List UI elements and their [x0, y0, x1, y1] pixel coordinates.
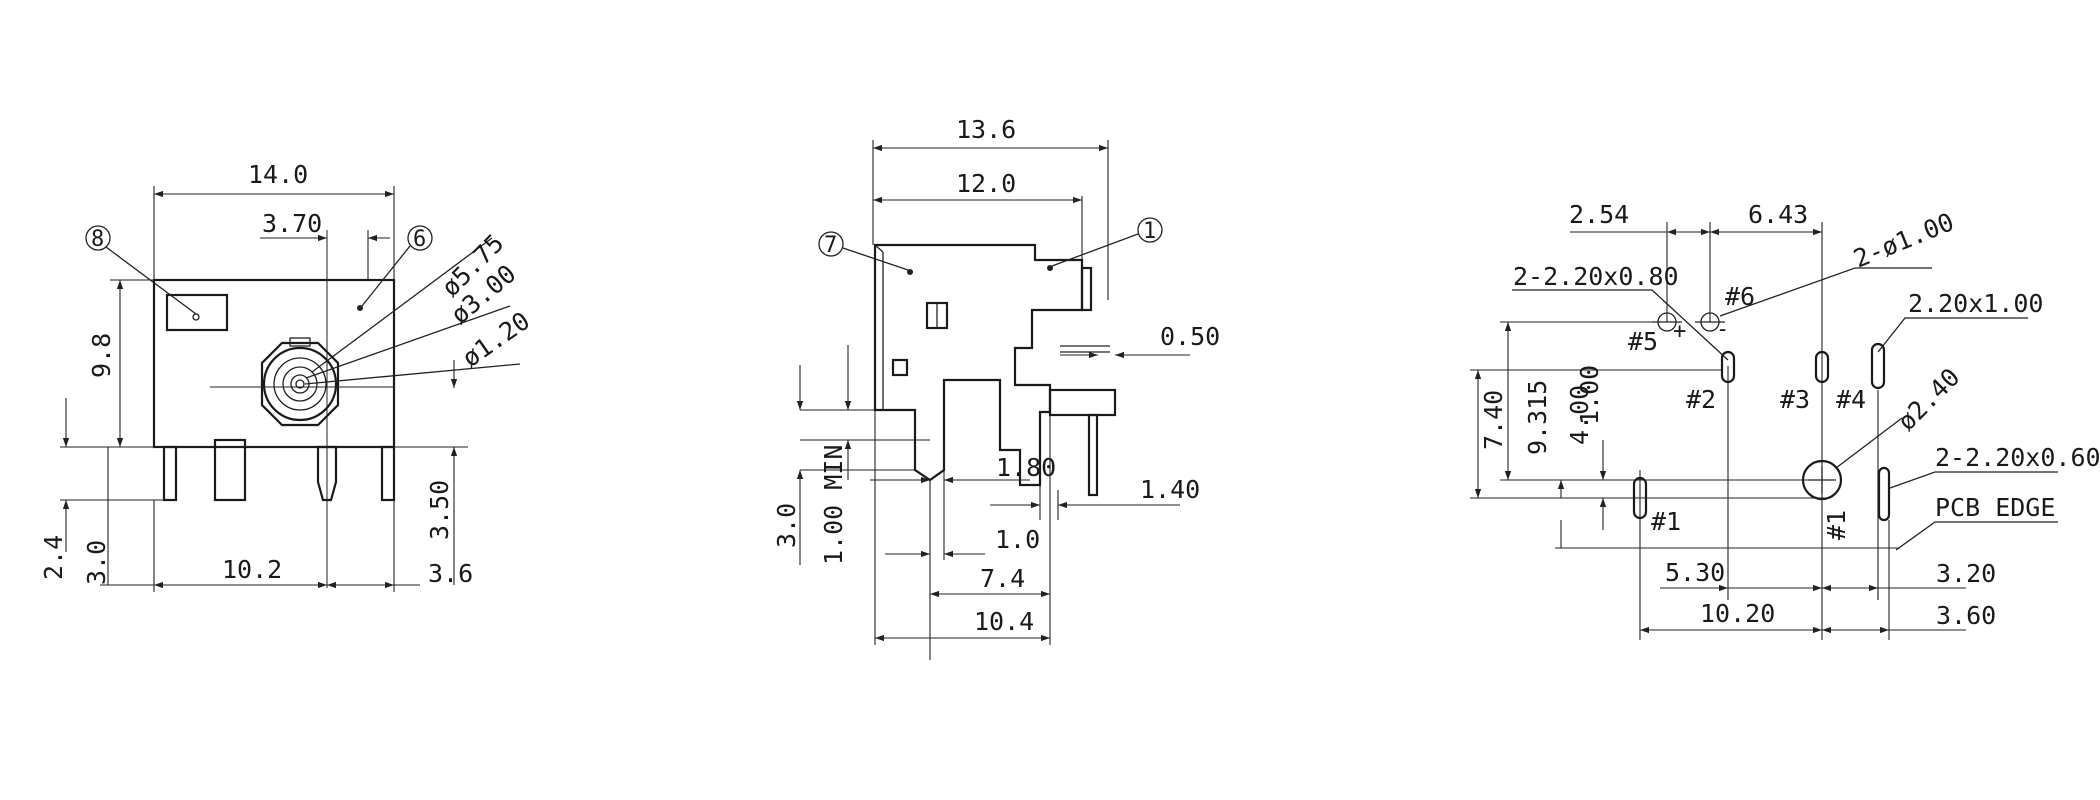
dim-14-0: 14.0 [248, 160, 308, 189]
side-view: 13.6 12.0 7 1 0.50 1.80 1.40 3.0 [772, 115, 1220, 660]
front-body [152, 278, 396, 449]
slot-3 [1814, 350, 1830, 384]
front-square-pad [165, 293, 229, 332]
note-slot-100: 2.20x1.00 [1908, 289, 2043, 318]
pin-6: #6 [1725, 282, 1755, 311]
dim-5-30: 5.30 [1665, 558, 1725, 587]
pin-4: #4 [1836, 385, 1866, 414]
slot-4 [1870, 342, 1886, 390]
balloon-7: 7 [824, 233, 837, 258]
dim-1-40: 1.40 [1140, 475, 1200, 504]
pin-2: #2 [1686, 385, 1716, 414]
balloon-1: 1 [1143, 219, 1156, 244]
dim-13-6: 13.6 [956, 115, 1016, 144]
dia-2-40: ø2.40 [1892, 363, 1966, 437]
balloon-6: 6 [413, 227, 426, 252]
side-dot-7 [907, 269, 913, 275]
pcb-edge-label: PCB EDGE [1935, 493, 2055, 522]
dim-1-00: 1.00 [1575, 365, 1604, 425]
dim-10-4: 10.4 [974, 607, 1034, 636]
note-slot-080: 2-2.20x0.80 [1513, 262, 1679, 291]
dim-3-50: 3.50 [425, 480, 454, 540]
dim-3-70: 3.70 [262, 209, 322, 238]
dim-3-60: 3.60 [1936, 601, 1996, 630]
dim-3-0: 3.0 [82, 540, 111, 585]
dim-2-54: 2.54 [1569, 200, 1629, 229]
note-slot-060: 2-2.20x0.60 [1935, 443, 2100, 472]
dim-12-0: 12.0 [956, 169, 1016, 198]
dim-3-0-side: 3.0 [772, 503, 801, 548]
dim-6-43: 6.43 [1748, 200, 1808, 229]
jack-barrel [260, 337, 340, 427]
dim-2-4: 2.4 [39, 535, 68, 580]
dim-10-20: 10.20 [1700, 599, 1775, 628]
front-dot-6 [357, 305, 363, 311]
dim-1-00-min: 1.00 MIN [819, 445, 848, 565]
pin-1-right: #1 [1822, 510, 1851, 540]
dim-1-0: 1.0 [995, 525, 1040, 554]
dim-10-2: 10.2 [222, 555, 282, 584]
dim-9-8: 9.8 [87, 333, 116, 378]
dim-7-4: 7.4 [980, 564, 1025, 593]
dim-9-315: 9.315 [1523, 380, 1552, 455]
pin-5: #5 [1628, 327, 1658, 356]
plus-sign: + [1673, 319, 1686, 344]
pin-1-left: #1 [1651, 507, 1681, 536]
minus-sign: - [1716, 317, 1729, 342]
note-hole-100: 2-ø1.00 [1849, 207, 1958, 273]
dim-3-20: 3.20 [1936, 559, 1996, 588]
side-dot-1 [1047, 265, 1053, 271]
dim-7-40: 7.40 [1479, 390, 1508, 450]
pin-3: #3 [1780, 385, 1810, 414]
slot-pcb-edge [1877, 466, 1891, 522]
dim-3-6: 3.6 [428, 559, 473, 588]
dim-0-50: 0.50 [1160, 322, 1220, 351]
balloon-8: 8 [91, 227, 104, 252]
dim-4-00: 4.00 [1565, 385, 1594, 445]
front-view: 14.0 3.70 8 6 9.8 ø5.75 ø3.00 ø1.20 10.2 [39, 160, 535, 592]
pcb-layout: 2.54 6.43 + - #5 #6 2-2.20x0.80 2-ø1.00 … [1470, 200, 2100, 640]
slot-2 [1720, 350, 1736, 384]
dim-1-80: 1.80 [996, 453, 1056, 482]
